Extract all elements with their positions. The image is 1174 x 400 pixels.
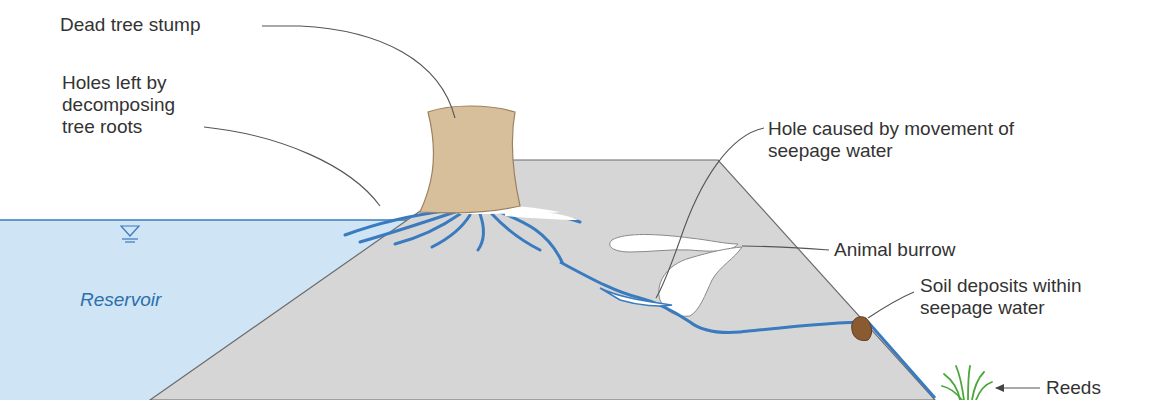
seepage-path: [560, 262, 935, 398]
seepage-hole: [600, 288, 672, 306]
dam-body: [150, 160, 935, 400]
seepage-hole-label: Hole caused by movement of seepage water: [768, 118, 1048, 162]
dead-tree-stump: [420, 106, 520, 213]
burrow-label: Animal burrow: [834, 239, 1014, 261]
reeds-label: Reeds: [1046, 377, 1146, 399]
reeds: [942, 366, 992, 400]
roots-label: Holes left by decomposing tree roots: [62, 72, 202, 138]
leader-lines: [204, 26, 1040, 388]
soil-deposit: [852, 317, 872, 341]
reservoir-label: Reservoir: [80, 289, 220, 311]
stump-label: Dead tree stump: [60, 14, 260, 36]
soil-deposit-label: Soil deposits within seepage water: [920, 275, 1135, 319]
root-holes: [345, 210, 580, 262]
water-level-symbol: [121, 226, 139, 242]
animal-burrow: [610, 235, 742, 317]
water-line: [0, 219, 407, 221]
